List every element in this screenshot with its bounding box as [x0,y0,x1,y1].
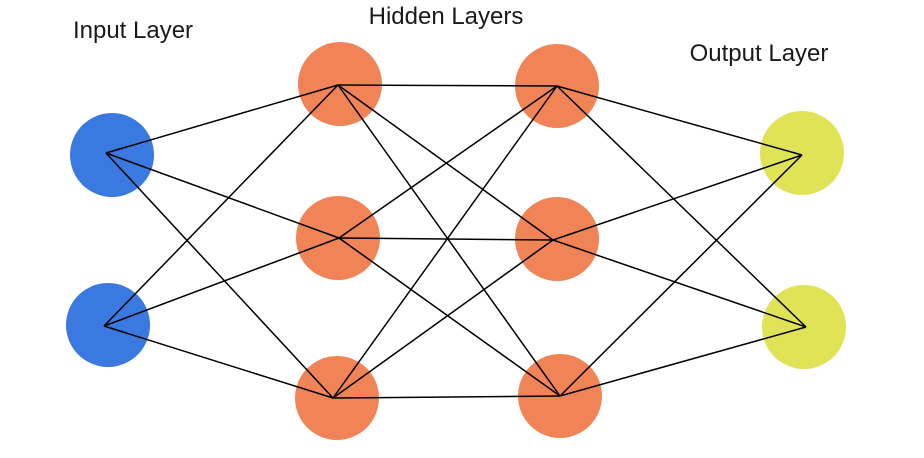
hidden-layers-label: Hidden Layers [369,3,524,30]
output-layer-label: Output Layer [690,40,829,67]
edge-hidden-1-3-to-hidden-2-1 [332,85,558,399]
edge-input-2-to-hidden-1-3 [103,325,334,399]
edge-input-1-to-hidden-1-1 [105,84,339,154]
edge-hidden-1-1-to-hidden-2-1 [337,84,558,87]
edge-hidden-2-2-to-output-1 [552,154,803,241]
edge-hidden-1-1-to-hidden-2-2 [337,84,554,241]
edge-hidden-2-3-to-output-2 [559,326,807,397]
edge-hidden-2-1-to-output-2 [556,85,807,328]
edge-input-2-to-hidden-1-2 [103,237,340,327]
edge-hidden-1-1-to-hidden-2-3 [337,84,561,397]
edge-hidden-1-2-to-hidden-2-1 [338,85,558,239]
connections [103,84,807,399]
edge-hidden-1-2-to-hidden-2-3 [338,237,561,397]
edge-hidden-1-2-to-hidden-2-2 [338,237,554,241]
edge-input-1-to-hidden-1-2 [105,152,340,239]
output-node-1 [760,111,844,195]
edge-hidden-1-3-to-hidden-2-2 [332,239,554,399]
edge-hidden-2-2-to-output-2 [552,239,807,328]
edge-hidden-2-3-to-output-1 [559,154,803,397]
edge-hidden-2-1-to-output-1 [556,85,803,156]
edge-input-1-to-hidden-1-3 [105,152,334,399]
edge-hidden-1-3-to-hidden-2-3 [332,395,561,399]
neurons [66,42,846,440]
edge-input-2-to-hidden-1-1 [103,84,339,327]
input-layer-label: Input Layer [73,17,193,44]
